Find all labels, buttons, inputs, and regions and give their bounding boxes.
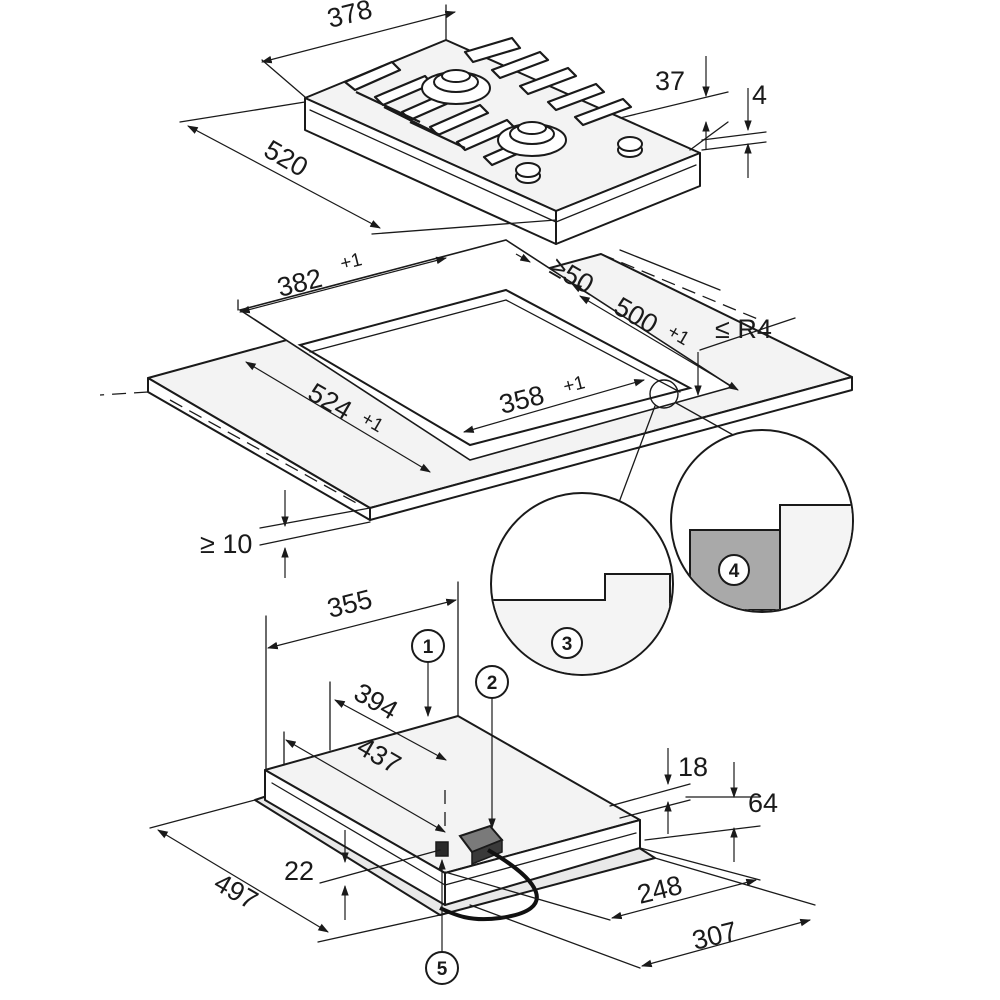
dim-cutout-width-tol: +1 xyxy=(338,249,364,275)
control-knob-front xyxy=(515,162,541,184)
detail-indicator xyxy=(649,379,679,409)
detail-circle-4: 4 xyxy=(670,429,854,613)
dim-base-height: 64 xyxy=(748,788,778,818)
burner-right xyxy=(497,121,567,157)
burner-left xyxy=(421,69,491,105)
dim-base-depth: 497 xyxy=(209,867,263,916)
hob-right-face xyxy=(555,152,701,245)
callout-2-label: 2 xyxy=(487,673,498,694)
gas-connector xyxy=(458,824,504,866)
dim-base-front-1: 248 xyxy=(634,870,685,910)
callout-3-marker xyxy=(551,627,583,659)
dim-base-offset: 22 xyxy=(284,856,314,886)
callout-4-marker xyxy=(718,554,750,586)
worktop-drawing: 382 +1 ≥50 500 +1 ≤ R4 524 +1 358 +1 ≥ 1… xyxy=(99,239,853,578)
base-unit-drawing: 355 394 437 18 64 22 497 248 307 1 2 5 xyxy=(149,581,816,985)
dim-corner-radius: ≤ R4 xyxy=(715,314,772,344)
dim-rebate-width-tol: +1 xyxy=(561,372,587,398)
power-cable xyxy=(439,848,539,922)
detail-circle-3: 3 xyxy=(490,492,674,676)
dim-base-flange: 18 xyxy=(678,752,708,782)
callout-3-label: 3 xyxy=(562,634,573,655)
dim-base-width: 355 xyxy=(324,584,375,624)
electrical-connector xyxy=(435,841,449,857)
dim-hob-glass: 4 xyxy=(752,80,767,110)
hob-drawing: 378 520 37 4 xyxy=(179,0,767,245)
worktop-front-right xyxy=(369,376,853,521)
dim-hob-depth: 520 xyxy=(259,134,313,183)
dim-hob-width: 378 xyxy=(324,0,375,34)
callout-4-label: 4 xyxy=(729,561,740,582)
callout-1-label: 1 xyxy=(423,637,434,658)
callout-5-label: 5 xyxy=(437,959,448,980)
control-knob-right xyxy=(617,136,643,158)
dim-base-front-2: 307 xyxy=(689,916,740,956)
dim-worktop-min: ≥ 10 xyxy=(200,529,252,559)
dim-hob-height: 37 xyxy=(655,66,685,96)
dim-base-inner-1: 394 xyxy=(349,677,403,726)
